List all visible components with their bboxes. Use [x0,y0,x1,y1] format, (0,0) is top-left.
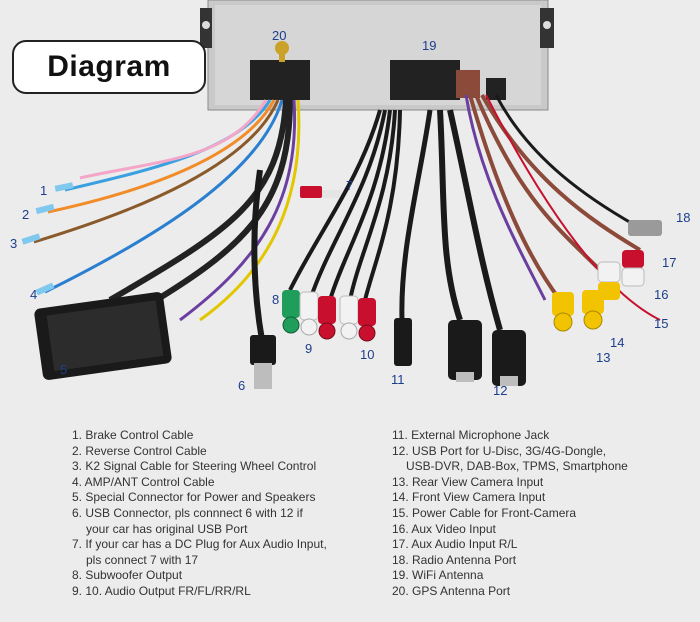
callout-16: 16 [654,287,669,302]
callout-10: 10 [360,347,375,362]
legend-item: 7. If your car has a DC Plug for Aux Aud… [72,537,372,553]
legend-right: 11. External Microphone Jack 12. USB Por… [392,428,692,600]
legend-item-continuation: USB-DVR, DAB-Box, TPMS, Smartphone [392,459,692,475]
usb-connector-6 [250,169,276,389]
callout-7: 7 [346,178,354,193]
callout-12: 12 [493,383,508,398]
legend-line: 7. If your car has a DC Plug for Aux Aud… [72,537,327,552]
dc-plug-7 [300,186,342,198]
callout-4: 4 [30,287,38,302]
legend-item: 16. Aux Video Input [392,522,692,538]
rca-plugs-8-10 [282,290,376,342]
legend-item: 11. External Microphone Jack [392,428,692,444]
legend-line: 19. WiFi Antenna [392,568,484,583]
legend-item: 8. Subwoofer Output [72,568,372,584]
legend-line: 18. Radio Antenna Port [392,552,517,567]
legend-line: 15. Power Cable for Front-Camera [392,505,577,520]
legend-line: 8. Subwoofer Output [72,568,183,583]
callout-6: 6 [238,378,246,393]
callout-13: 13 [596,350,611,365]
callout-8: 8 [272,292,280,307]
mic-usb-bundle [394,109,526,386]
legend-left: 1. Brake Control Cable 2. Reverse Contro… [72,428,372,600]
legend-line: 1. Brake Control Cable [72,428,194,442]
diagram-title: Diagram [12,40,206,94]
legend-line: 20. GPS Antenna Port [392,583,511,598]
legend-line: 6. USB Connector, pls connnect 6 with 12… [72,505,303,520]
callout-5: 5 [60,362,68,377]
legend-line: 12. USB Port for U-Disc, 3G/4G-Dongle, [392,443,607,458]
legend-item-continuation: pls connect 7 with 17 [72,553,372,569]
legend-line: 4. AMP/ANT Control Cable [72,474,215,489]
legend-item: 4. AMP/ANT Control Cable [72,475,372,491]
legend-item: 3. K2 Signal Cable for Steering Wheel Co… [72,459,372,475]
legend-item-continuation: your car has original USB Port [72,522,372,538]
head-unit-chassis [200,0,554,111]
legend-line: 2. Reverse Control Cable [72,443,207,458]
legend-item: 20. GPS Antenna Port [392,584,692,600]
legend-line: 3. K2 Signal Cable for Steering Wheel Co… [72,459,317,474]
power-connector [34,292,172,380]
legend-item: 1. Brake Control Cable [72,428,372,444]
legend-item: 5. Special Connector for Power and Speak… [72,490,372,506]
callout-1: 1 [40,183,48,198]
legend-item: 6. USB Connector, pls connnect 6 with 12… [72,506,372,522]
harness-illustration [21,0,662,389]
legend-line: pls connect 7 with 17 [86,552,199,567]
legend-line: 9. 10. Audio Output FR/FL/RR/RL [72,583,251,598]
legend-item: 15. Power Cable for Front-Camera [392,506,692,522]
legend-line: 5. Special Connector for Power and Speak… [72,490,316,505]
legend-item: 2. Reverse Control Cable [72,444,372,460]
legend-line: 11. External Microphone Jack [392,428,550,442]
callout-3: 3 [10,236,18,251]
callout-2: 2 [22,207,30,222]
legend-item: 9. 10. Audio Output FR/FL/RR/RL [72,584,372,600]
legend-item: 14. Front View Camera Input [392,490,692,506]
callout-9: 9 [305,341,313,356]
legend-item: 17. Aux Audio Input R/L [392,537,692,553]
legend-item: 13. Rear View Camera Input [392,475,692,491]
wire-tips [21,182,74,296]
legend-line: 13. Rear View Camera Input [392,474,544,489]
legend-line: your car has original USB Port [86,521,248,536]
callout-20: 20 [272,28,287,43]
legend-item: 19. WiFi Antenna [392,568,692,584]
callout-19: 19 [422,38,437,53]
callout-11: 11 [391,372,405,387]
legend-item: 18. Radio Antenna Port [392,553,692,569]
power-wires [33,99,301,322]
callout-15: 15 [654,316,669,331]
legend-line: 16. Aux Video Input [392,521,496,536]
wiring-diagram: Diagram 1 2 3 4 5 6 7 8 9 10 11 12 13 14… [10,0,691,398]
rca-bundle [288,109,402,301]
legend-line: 14. Front View Camera Input [392,490,546,505]
legend-item: 12. USB Port for U-Disc, 3G/4G-Dongle, [392,444,692,460]
rca-plugs-13-17 [552,220,662,332]
callout-18: 18 [676,210,691,225]
camera-aux-cables [464,94,661,321]
legend-line: USB-DVR, DAB-Box, TPMS, Smartphone [406,459,628,474]
callout-14: 14 [610,335,625,350]
legend-line: 17. Aux Audio Input R/L [392,537,518,552]
callout-17: 17 [662,255,677,270]
